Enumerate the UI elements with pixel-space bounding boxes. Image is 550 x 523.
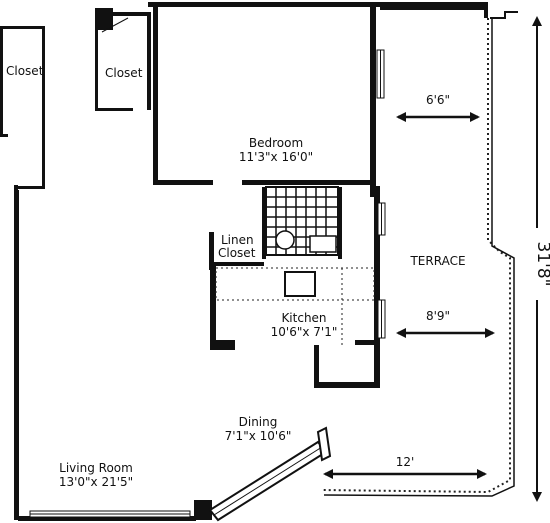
kitchen-label: Kitchen (281, 311, 326, 325)
dining-label: Dining (239, 415, 278, 429)
bathroom (262, 186, 342, 259)
kitchen-size: 10'6"x 7'1" (271, 325, 338, 339)
linen-closet-label-2: Closet (218, 246, 256, 260)
living-room-label: Living Room (59, 461, 133, 475)
terrace-mid-width: 8'9" (426, 309, 450, 323)
linen-closet-label-1: Linen (221, 233, 254, 247)
interior-walls (374, 186, 386, 386)
bedroom (148, 2, 385, 197)
closet-right-label: Closet (105, 66, 143, 80)
bedroom-label: Bedroom (249, 136, 303, 150)
terrace-top-wall (380, 2, 518, 19)
terrace-bottom-width: 12' (396, 455, 415, 469)
terrace-top-width: 6'6" (426, 93, 450, 107)
closet-left-label: Closet (6, 64, 44, 78)
bedroom-size: 11'3"x 16'0" (239, 150, 313, 164)
linen-closet (209, 232, 264, 270)
terrace-label: TERRACE (409, 254, 465, 268)
living-room-walls (14, 185, 332, 522)
living-room-size: 13'0"x 21'5" (59, 475, 133, 489)
dimension-arrows (323, 15, 548, 502)
terrace-boundary (321, 18, 515, 497)
terrace-length: 31'8" (533, 242, 550, 287)
dining-size: 7'1"x 10'6" (225, 429, 292, 443)
closet-right (95, 8, 151, 111)
closet-left (0, 26, 45, 189)
kitchen (210, 266, 380, 388)
